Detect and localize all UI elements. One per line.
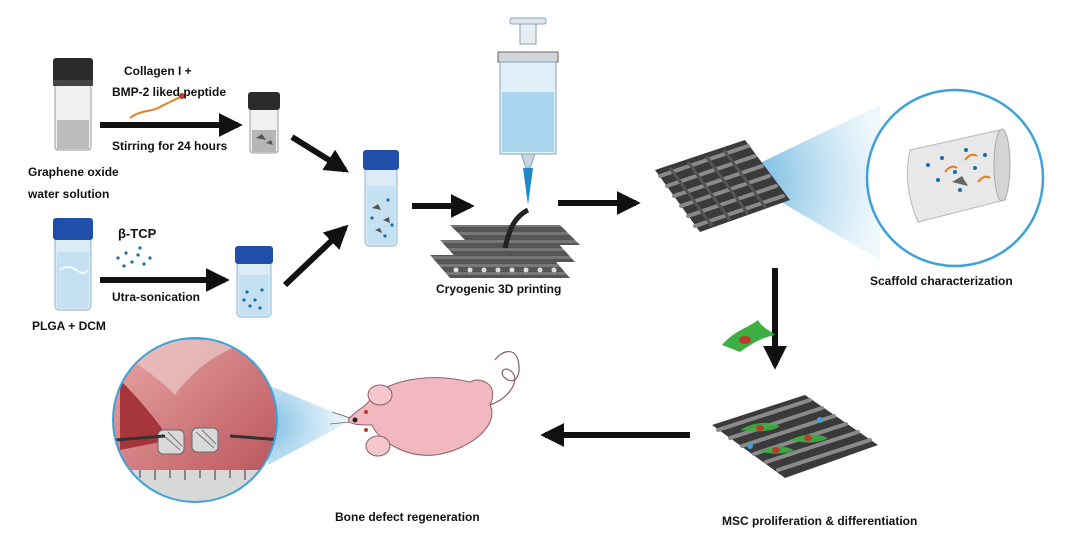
arrow-merge-bottom <box>282 224 349 288</box>
scaffold-zoom-icon <box>865 88 1045 268</box>
tcp-vial-icon <box>235 246 273 318</box>
arrow-merge-top <box>290 134 350 173</box>
bmp-peptide-label: BMP-2 liked peptide <box>112 85 227 99</box>
beta-tcp-label: β-TCP <box>118 226 157 241</box>
tcp-particles-icon <box>116 246 152 268</box>
mouse-icon <box>329 351 520 457</box>
syringe-icon <box>497 17 559 205</box>
mixed-graphene-vial-icon <box>248 92 280 154</box>
sonication-label: Utra-sonication <box>112 290 201 304</box>
bone-regeneration-label: Bone defect regeneration <box>335 510 480 524</box>
zoom-beam <box>735 105 880 260</box>
graphene-oxide-vial-icon <box>53 58 93 151</box>
cell-seeded-scaffold-icon <box>712 395 878 478</box>
stirring-label: Stirring for 24 hours <box>112 139 228 153</box>
scaffold-characterization-label: Scaffold characterization <box>870 274 1013 288</box>
surgery-beam <box>268 385 352 465</box>
peptide-icon <box>129 95 183 119</box>
msc-cell-icon <box>722 320 775 352</box>
collagen-label: Collagen I + <box>124 64 192 78</box>
plga-vial-icon <box>53 218 93 311</box>
combined-vial-icon <box>363 150 399 247</box>
msc-proliferation-label: MSC proliferation & differentiation <box>722 514 918 528</box>
plga-dcm-label: PLGA + DCM <box>32 319 106 333</box>
graphene-oxide-label: Graphene oxide <box>28 165 119 179</box>
surgery-photo-icon <box>112 337 278 503</box>
scaffold-grid-icon <box>655 140 790 232</box>
water-solution-label: water solution <box>28 187 110 201</box>
cryogenic-printing-label: Cryogenic 3D printing <box>436 282 562 296</box>
printed-strands-icon <box>430 207 580 278</box>
